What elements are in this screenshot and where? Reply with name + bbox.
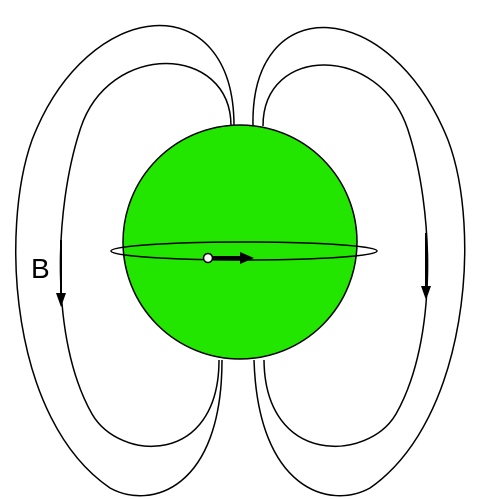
- magnetic-field-label: B: [31, 253, 50, 284]
- field-arrow-left: [56, 240, 66, 307]
- field-line-inner-right: [262, 64, 429, 448]
- field-arrow-right: [421, 233, 431, 300]
- field-line-outer-left: [15, 25, 235, 497]
- field-line-outer-right: [252, 26, 466, 497]
- dipole-origin-dot: [202, 252, 214, 264]
- dipole-moment-arrow: [202, 252, 254, 264]
